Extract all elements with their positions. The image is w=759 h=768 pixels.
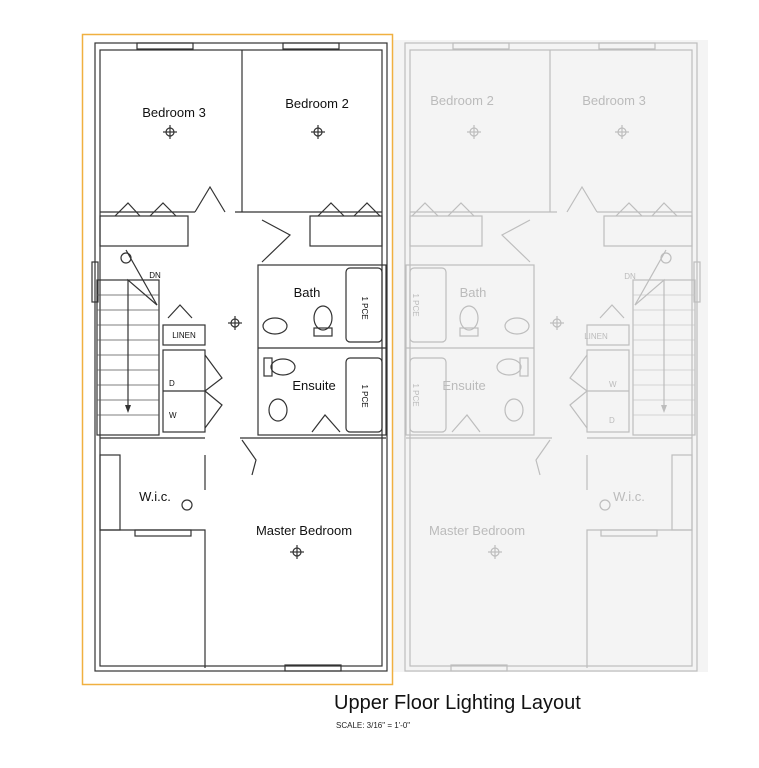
room-label: Master Bedroom bbox=[429, 523, 525, 538]
room-label: Bedroom 2 bbox=[285, 96, 349, 111]
room-label: Bath bbox=[460, 285, 487, 300]
washer-label: W bbox=[609, 380, 617, 389]
linen-label: LINEN bbox=[584, 332, 608, 341]
room-label: W.i.c. bbox=[139, 489, 171, 504]
neighbor-unit-plan: Bedroom 2 Bedroom 3 Bath Ensuite Master … bbox=[392, 40, 708, 672]
unit-plan: Bedroom 3 Bedroom 2 Bath Ensuite Master … bbox=[81, 33, 394, 686]
room-label: Bedroom 2 bbox=[430, 93, 494, 108]
room-label: Ensuite bbox=[292, 378, 335, 393]
tub-label: 1 PCE bbox=[360, 296, 369, 319]
room-label: Bedroom 3 bbox=[582, 93, 646, 108]
dryer-label: D bbox=[609, 416, 615, 425]
stair-down-label: DN bbox=[624, 272, 636, 281]
tub-label: 1 PCE bbox=[360, 384, 369, 407]
tub-label: 1 PCE bbox=[411, 383, 420, 406]
selection-highlight-frame bbox=[81, 33, 394, 686]
drawing-scale: SCALE: 3/16" = 1'-0" bbox=[336, 721, 411, 730]
room-label: Bath bbox=[294, 285, 321, 300]
room-label: Master Bedroom bbox=[256, 523, 352, 538]
dryer-label: D bbox=[169, 379, 175, 388]
washer-label: W bbox=[169, 411, 177, 420]
tub-label: 1 PCE bbox=[411, 293, 420, 316]
drawing-title: Upper Floor Lighting Layout bbox=[334, 692, 581, 714]
stair-down-label: DN bbox=[149, 271, 161, 280]
linen-label: LINEN bbox=[172, 331, 196, 340]
room-label: Bedroom 3 bbox=[142, 105, 206, 120]
room-label: Ensuite bbox=[442, 378, 485, 393]
room-label: W.i.c. bbox=[613, 489, 645, 504]
